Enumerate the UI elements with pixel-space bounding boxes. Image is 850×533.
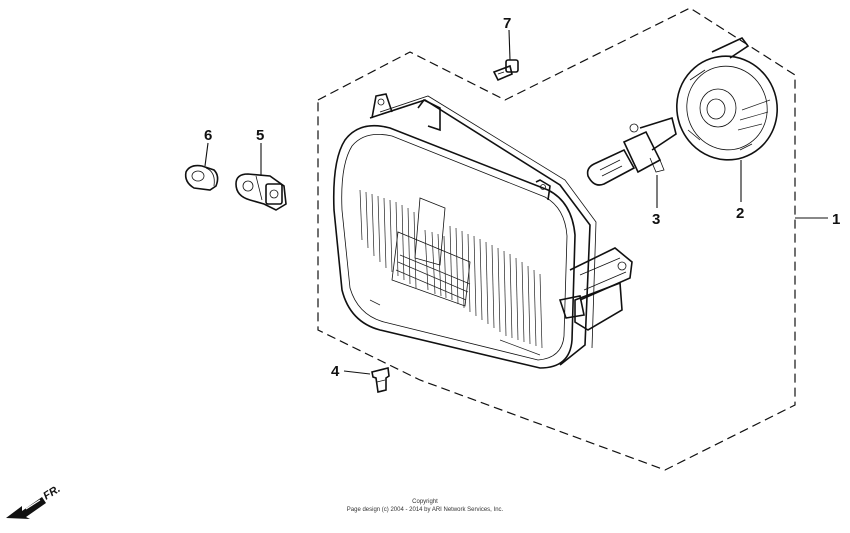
callout-4: 4 — [331, 363, 340, 380]
callout-7: 7 — [503, 15, 511, 32]
halogen-bulb — [586, 116, 677, 186]
rubber-grommet — [184, 164, 219, 191]
callout-6: 6 — [204, 127, 212, 144]
front-direction-arrow-icon — [6, 497, 46, 519]
bracket-nut — [235, 173, 287, 211]
copyright-heading: Copyright — [412, 499, 438, 505]
callout-5: 5 — [256, 127, 264, 144]
headlight-housing — [332, 93, 633, 369]
leader-7 — [508, 29, 511, 61]
socket-cover — [676, 37, 778, 161]
leader-6 — [204, 142, 209, 167]
callout-1: 1 — [832, 211, 840, 228]
screw — [492, 59, 519, 82]
front-direction-indicator: FR. — [6, 483, 63, 519]
assembly-boundary — [317, 7, 796, 471]
leader-4 — [343, 370, 371, 375]
copyright-line: Page design (c) 2004 - 2014 by ARI Netwo… — [347, 507, 504, 513]
front-direction-label: FR. — [41, 483, 62, 503]
callout-2: 2 — [736, 205, 744, 222]
callout-3: 3 — [652, 211, 660, 228]
clip-fastener — [371, 367, 390, 393]
lens-hatching — [359, 189, 543, 356]
